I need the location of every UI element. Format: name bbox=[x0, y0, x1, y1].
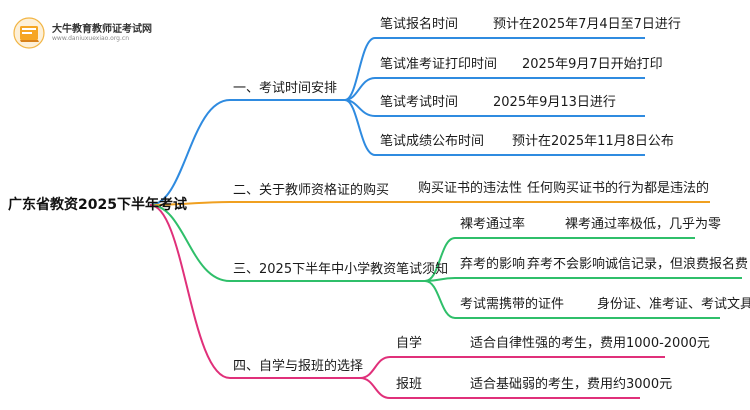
logo-subtitle: www.daniuxuexiao.org.cn bbox=[52, 35, 129, 42]
b3-child-2-value: 弃考不会影响诚信记录，但浪费报名费 bbox=[527, 257, 749, 272]
b1-child-2-label: 笔试准考证打印时间 bbox=[380, 57, 498, 72]
site-logo: 大牛教育教师证考试网 www.daniuxuexiao.org.cn bbox=[12, 16, 152, 50]
b4-child-2-label: 报班 bbox=[396, 377, 423, 392]
b4-child-1-value: 适合自律性强的考生，费用1000-2000元 bbox=[470, 336, 710, 351]
connector-root-branch-3 bbox=[149, 204, 231, 282]
b2-child-1-value: 任何购买证书的行为都是违法的 bbox=[527, 181, 710, 196]
root-node: 广东省教资2025下半年考试 bbox=[8, 197, 187, 213]
b3-child-1-label: 裸考通过率 bbox=[460, 217, 526, 232]
connector-b4-c2 bbox=[359, 377, 391, 399]
b1-child-4-value: 预计在2025年11月8日公布 bbox=[512, 134, 674, 149]
b3-child-3-label: 考试需携带的证件 bbox=[460, 297, 565, 312]
b3-child-2-label: 弃考的影响 bbox=[460, 257, 526, 272]
branch-1-label: 一、考试时间安排 bbox=[233, 81, 338, 96]
connector-root-branch-4 bbox=[149, 204, 231, 379]
b1-child-3-value: 2025年9月13日进行 bbox=[493, 95, 616, 110]
b3-child-1-value: 裸考通过率极低，几乎为零 bbox=[565, 217, 722, 232]
logo-title: 大牛教育教师证考试网 bbox=[52, 24, 152, 35]
connector-b1-c1 bbox=[344, 37, 376, 101]
b2-child-1-label: 购买证书的违法性 bbox=[418, 181, 523, 196]
connector-b3-c1 bbox=[424, 237, 456, 282]
b1-child-4-label: 笔试成绩公布时间 bbox=[380, 134, 485, 149]
b1-child-2-value: 2025年9月7日开始打印 bbox=[522, 57, 663, 72]
branch-4-label: 四、自学与报班的选择 bbox=[233, 359, 364, 374]
connector-b4-c1 bbox=[359, 356, 391, 379]
b1-child-1-label: 笔试报名时间 bbox=[380, 17, 459, 32]
b1-child-1-value: 预计在2025年7月4日至7日进行 bbox=[493, 17, 681, 32]
b4-child-2-value: 适合基础弱的考生，费用约3000元 bbox=[470, 377, 673, 392]
b3-child-3-value: 身份证、准考证、考试文具 bbox=[597, 297, 750, 312]
connector-b3-c3 bbox=[424, 280, 456, 319]
connector-root-branch-1 bbox=[149, 99, 231, 206]
b4-child-1-label: 自学 bbox=[396, 336, 423, 351]
book-logo-icon bbox=[13, 17, 45, 49]
branch-2-label: 二、关于教师资格证的购买 bbox=[233, 183, 390, 198]
connector-b1-c4 bbox=[344, 99, 376, 156]
b1-child-3-label: 笔试考试时间 bbox=[380, 95, 459, 110]
branch-3-label: 三、2025下半年中小学教资笔试须知 bbox=[233, 262, 449, 277]
connector-root-branch-2 bbox=[149, 201, 231, 206]
